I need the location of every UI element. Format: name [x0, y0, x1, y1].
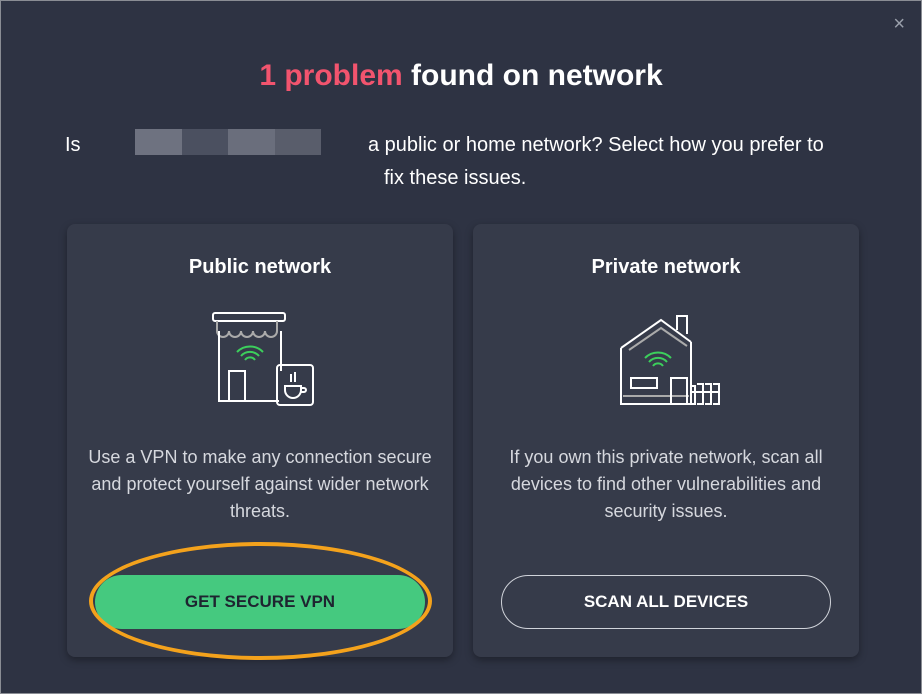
problem-count: 1 problem	[259, 59, 403, 92]
house-icon	[620, 315, 720, 405]
card-title: Private network	[591, 256, 741, 278]
question-line2: fix these issues.	[384, 167, 527, 189]
get-secure-vpn-button[interactable]: GET SECURE VPN	[95, 575, 425, 629]
public-network-card: Public network Use a VPN to make any con…	[67, 224, 453, 657]
page-title: 1 problem found on network	[1, 59, 921, 93]
redacted-network-name	[135, 129, 321, 155]
scan-all-devices-button[interactable]: SCAN ALL DEVICES	[501, 575, 831, 629]
card-description: If you own this private network, scan al…	[509, 447, 823, 521]
card-description: Use a VPN to make any connection secure …	[88, 447, 432, 521]
title-rest: found on network	[402, 59, 663, 92]
close-button[interactable]: ×	[893, 13, 905, 35]
cafe-storefront-icon	[212, 312, 314, 406]
private-network-card: Private network If you own this private …	[473, 224, 859, 657]
card-title: Public network	[188, 256, 332, 278]
question-prefix: Is	[65, 134, 81, 156]
question-line1: a public or home network? Select how you…	[368, 134, 824, 156]
